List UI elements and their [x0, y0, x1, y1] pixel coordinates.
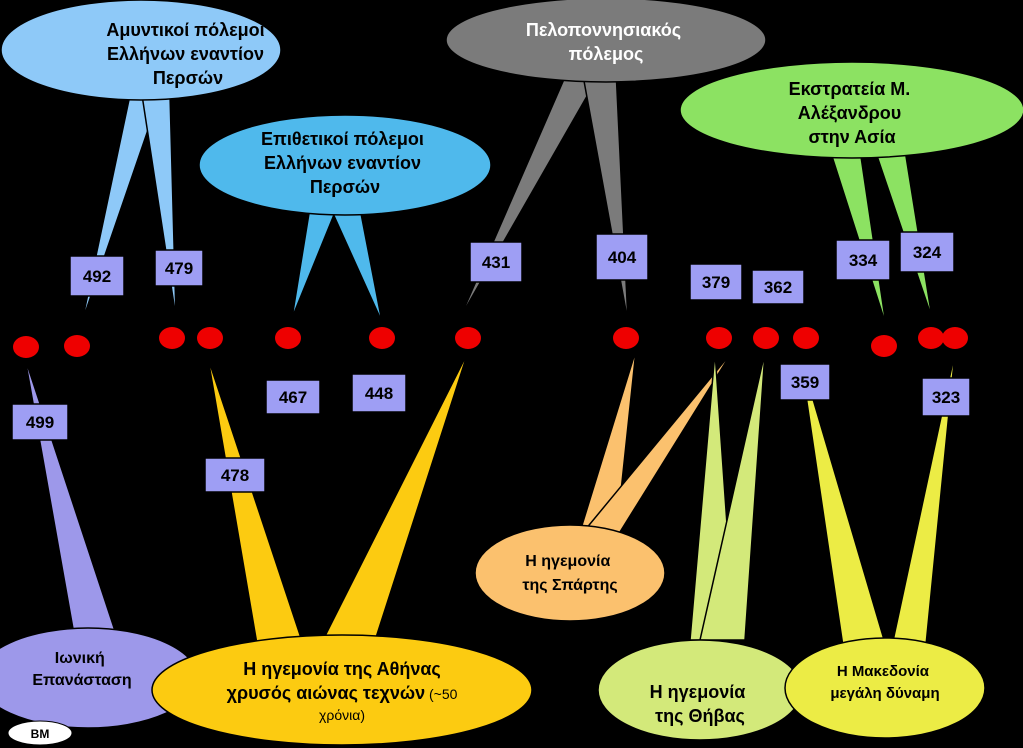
thebes-line-2: της Θήβας: [655, 706, 745, 726]
bubble-defensive-wars: [0, 0, 282, 101]
callout-macedonia-power: Η Μακεδονία μεγάλη δύναμη: [784, 637, 986, 739]
timeline-dot: [918, 327, 944, 349]
timeline-dot: [369, 327, 395, 349]
timeline-dot: [753, 327, 779, 349]
bubble-athens-hegemony: [151, 634, 533, 746]
offensive-wars-line-1: Επιθετικοί πόλεμοι: [261, 129, 424, 149]
svg-text:χρυσός αιώνας τεχνών (~50: χρυσός αιώνας τεχνών (~50: [227, 683, 458, 703]
athens-line-2b: (~50: [425, 686, 458, 702]
timeline-dot: [64, 335, 90, 357]
defensive-wars-line-2: Ελλήνων εναντίον: [107, 44, 264, 64]
callout-peloponnesian-war: Πελοποννησιακός πόλεμος: [445, 0, 767, 83]
year-label: 379: [702, 273, 730, 292]
macedonia-line-1: Η Μακεδονία: [837, 663, 930, 680]
year-label: 478: [221, 466, 249, 485]
year-label: 467: [279, 388, 307, 407]
year-box-323: 323: [921, 377, 971, 417]
callout-alexander-campaign: Εκστρατεία Μ. Αλέξανδρου στην Ασία: [679, 61, 1023, 159]
timeline-dot: [613, 327, 639, 349]
callout-sparta-hegemony: Η ηγεμονία της Σπάρτης: [474, 524, 666, 622]
bm-badge: ΒΜ: [7, 720, 73, 746]
year-box-479: 479: [154, 249, 204, 287]
peloponnesian-line-2: πόλεμος: [569, 44, 644, 64]
year-label: 404: [608, 248, 637, 267]
timeline-dot: [706, 327, 732, 349]
wedge-thebes-from-362: [699, 351, 766, 641]
offensive-wars-line-3: Περσών: [310, 177, 380, 197]
sparta-line-2: της Σπάρτης: [522, 577, 617, 594]
year-box-334: 334: [835, 239, 891, 281]
svg-text:Η ηγεμονία της Σπάρτης: Η ηγεμονία της Σπάρτης: [522, 553, 617, 594]
thebes-line-1: Η ηγεμονία: [650, 682, 746, 702]
timeline-dot: [159, 327, 185, 349]
defensive-wars-line-1: Αμυντικοί πόλεμοι: [106, 20, 264, 40]
year-label: 324: [913, 243, 942, 262]
timeline-dot: [871, 335, 897, 357]
peloponnesian-line-1: Πελοποννησιακός: [526, 20, 681, 40]
svg-text:χρόνια): χρόνια): [319, 707, 365, 723]
svg-text:Η Μακεδονία μεγάλη δύναμ: Η Μακεδονία μεγάλη δύναμη: [830, 663, 939, 702]
timeline-dot: [942, 327, 968, 349]
bubble-sparta-hegemony: [474, 524, 666, 622]
macedonia-line-2: μεγάλη δύναμη: [830, 685, 939, 702]
year-box-492: 492: [69, 255, 125, 297]
timeline-dots: [13, 327, 968, 358]
timeline-dot: [455, 327, 481, 349]
year-box-448: 448: [351, 373, 407, 413]
timeline-dot: [13, 336, 39, 358]
bubble-peloponnesian-war: [445, 0, 767, 83]
year-label: 359: [791, 373, 819, 392]
year-label: 323: [932, 388, 960, 407]
svg-text:Εκστρατεία Μ. Αλέξανδρου: Εκστρατεία Μ. Αλέξανδρου στην Ασία: [789, 79, 916, 147]
year-box-467: 467: [265, 379, 321, 415]
svg-text:Αμυντικοί πόλεμοι Ελλήνω: Αμυντικοί πόλεμοι Ελλήνων εναντίον Περσώ…: [106, 20, 269, 88]
timeline-dot: [197, 327, 223, 349]
year-box-499: 499: [11, 403, 69, 441]
year-label: 334: [849, 251, 878, 270]
year-label: 448: [365, 384, 393, 403]
year-box-431: 431: [469, 241, 523, 283]
svg-text:Ιωνική Επανάσταση: Ιωνική Επανάσταση: [32, 650, 131, 689]
year-label: 362: [764, 278, 792, 297]
callout-ionian-revolt: Ιωνική Επανάσταση: [0, 627, 199, 729]
bm-badge-label: ΒΜ: [31, 727, 50, 741]
year-box-324: 324: [899, 231, 955, 273]
sparta-line-1: Η ηγεμονία: [525, 553, 610, 570]
svg-text:Πελοποννησιακός πόλεμος: Πελοποννησιακός πόλεμος: [526, 20, 686, 64]
athens-line-3: χρόνια): [319, 707, 365, 723]
year-box-404: 404: [595, 233, 649, 281]
callout-offensive-wars: Επιθετικοί πόλεμοι Ελλήνων εναντίον Περσ…: [198, 114, 492, 216]
year-box-362: 362: [751, 269, 805, 305]
svg-text:Η ηγεμονία της Θήβας: Η ηγεμονία της Θήβας: [650, 682, 751, 726]
year-label: 479: [165, 259, 193, 278]
alexander-line-1: Εκστρατεία Μ.: [789, 79, 911, 99]
bubble-macedonia-power: [784, 637, 986, 739]
year-label: 499: [26, 413, 54, 432]
year-box-379: 379: [689, 263, 743, 301]
svg-text:Η ηγεμονία της Αθήνας: Η ηγεμονία της Αθήνας: [243, 659, 441, 679]
defensive-wars-line-3: Περσών: [153, 68, 223, 88]
athens-line-2a: χρυσός αιώνας τεχνών: [227, 683, 426, 703]
callout-thebes-hegemony: Η ηγεμονία της Θήβας: [597, 639, 803, 741]
alexander-line-3: στην Ασία: [808, 127, 895, 147]
alexander-line-2: Αλέξανδρου: [798, 103, 902, 124]
callout-defensive-wars: Αμυντικοί πόλεμοι Ελλήνων εναντίον Περσώ…: [0, 0, 282, 101]
bubble-alexander-campaign: [679, 61, 1023, 159]
timeline-dot: [793, 327, 819, 349]
year-label: 492: [83, 267, 111, 286]
ionian-line-2: Επανάσταση: [32, 672, 131, 689]
svg-text:Επιθετικοί πόλεμοι Ελλήν: Επιθετικοί πόλεμοι Ελλήνων εναντίον Περσ…: [261, 129, 429, 197]
year-box-359: 359: [779, 363, 831, 401]
year-label: 431: [482, 253, 510, 272]
year-box-478: 478: [204, 457, 266, 493]
athens-line-1: Η ηγεμονία της Αθήνας: [243, 659, 441, 679]
bubble-offensive-wars: [198, 114, 492, 216]
year-boxes: 499 492 479 478 467 448 431 404 379 362 …: [11, 231, 971, 493]
offensive-wars-line-2: Ελλήνων εναντίον: [264, 153, 421, 173]
ionian-line-1: Ιωνική: [55, 650, 105, 667]
callout-athens-hegemony: Η ηγεμονία της Αθήνας χρυσός αιώνας τεχν…: [151, 634, 533, 746]
timeline-dot: [275, 327, 301, 349]
